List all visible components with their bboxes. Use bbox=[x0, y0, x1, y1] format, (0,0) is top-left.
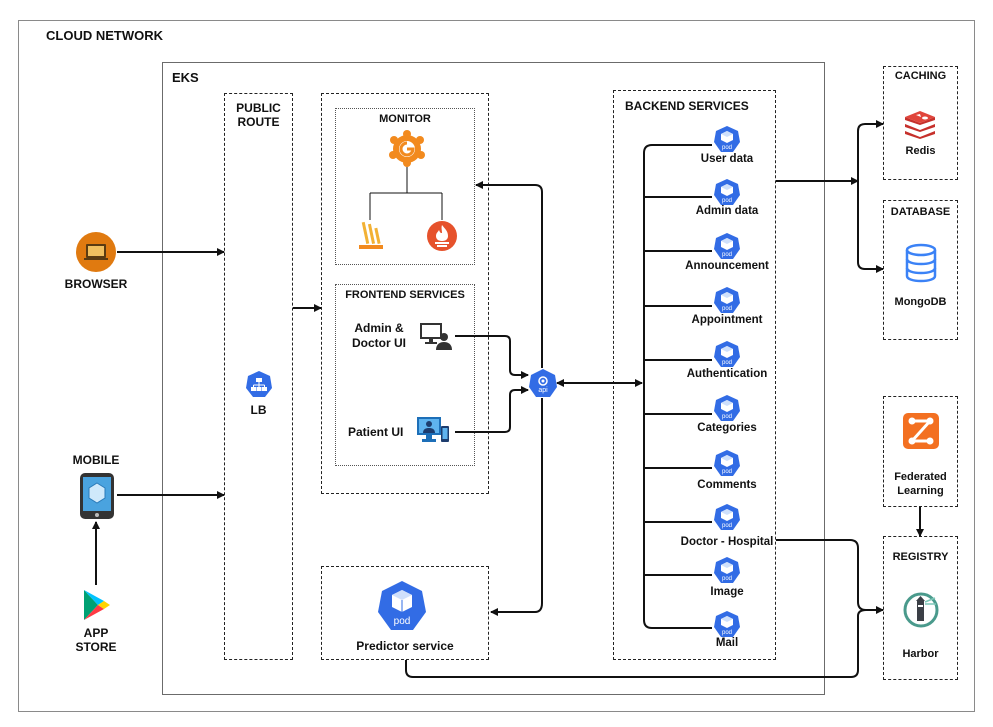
pod-glyph-text: pod bbox=[722, 306, 732, 312]
predictor-pod-icon: pod bbox=[376, 580, 428, 632]
public-route-line-2: ROUTE bbox=[237, 115, 280, 129]
load-balancer-icon bbox=[245, 370, 273, 398]
backend-pod-label: Image bbox=[710, 586, 744, 598]
admin-doctor-ui-label: Admin & Doctor UI bbox=[343, 321, 415, 351]
pod-glyph-text: pod bbox=[722, 252, 732, 258]
predictor-to-registry-line bbox=[405, 609, 867, 678]
admin-doctor-ui-line-2: Doctor UI bbox=[352, 336, 406, 350]
pod-icon: pod bbox=[713, 449, 741, 477]
backend-pod-label: Admin data bbox=[695, 205, 759, 217]
frontend-group-box bbox=[321, 93, 489, 494]
backend-pod-label: Doctor - Hospital bbox=[680, 536, 774, 548]
to-caching-arrow bbox=[857, 120, 884, 181]
pod-icon: pod bbox=[713, 286, 741, 314]
app-store-label: APP STORE bbox=[56, 626, 136, 654]
pod-icon: pod bbox=[713, 394, 741, 422]
browser-icon bbox=[76, 232, 116, 272]
backend-pod-label: Categories bbox=[697, 422, 757, 434]
pod-glyph-text: pod bbox=[722, 414, 732, 420]
backend-pod-label: Comments bbox=[697, 479, 757, 491]
pod-glyph-text: pod bbox=[722, 469, 732, 475]
backend-bus-line bbox=[643, 144, 712, 629]
registry-label: REGISTRY bbox=[892, 551, 949, 563]
admin-ui-icon bbox=[420, 322, 452, 350]
pod-icon: pod bbox=[713, 178, 741, 206]
public-route-label: PUBLIC ROUTE bbox=[224, 101, 293, 129]
pod-icon: pod bbox=[713, 340, 741, 368]
monitor-tree-lines bbox=[369, 165, 443, 220]
grafana-icon bbox=[387, 128, 427, 168]
api-gateway-icon: api bbox=[528, 368, 558, 398]
to-database-arrow bbox=[857, 181, 884, 273]
prometheus-icon bbox=[426, 220, 458, 252]
cloud-network-frame bbox=[18, 20, 975, 712]
harbor-icon bbox=[903, 592, 939, 628]
api-glyph-text: api bbox=[538, 387, 548, 394]
pod-icon: pod bbox=[713, 610, 741, 638]
backend-pod-label: User data bbox=[700, 153, 754, 165]
pod-glyph-text: pod bbox=[722, 198, 732, 204]
monitor-box bbox=[335, 108, 475, 265]
mobile-phone-icon bbox=[79, 472, 115, 520]
app-store-line-2: STORE bbox=[75, 640, 117, 654]
public-route-box bbox=[224, 93, 293, 660]
federated-learning-line-2: Learning bbox=[897, 485, 944, 497]
database-label: DATABASE bbox=[890, 206, 951, 218]
patient-ui-to-api-line bbox=[455, 386, 529, 433]
eks-label: EKS bbox=[172, 70, 199, 85]
admin-ui-to-api-line bbox=[455, 335, 529, 379]
backend-services-label: BACKEND SERVICES bbox=[625, 99, 749, 113]
backend-to-registry-line bbox=[776, 539, 884, 614]
mongodb-icon bbox=[905, 243, 937, 283]
pod-icon: pod bbox=[713, 232, 741, 260]
pod-glyph-text: pod bbox=[722, 360, 732, 366]
mobile-label: MOBILE bbox=[72, 453, 120, 467]
api-to-predictor-line bbox=[490, 398, 543, 616]
pod-glyph-text: pod bbox=[722, 145, 732, 151]
pod-glyph-text: pod bbox=[722, 576, 732, 582]
browser-label: BROWSER bbox=[64, 277, 128, 291]
federated-learning-line-1: Federated bbox=[894, 471, 947, 483]
predictor-box bbox=[321, 566, 489, 660]
backend-pod-label: Appointment bbox=[691, 314, 763, 326]
monitor-api-line bbox=[475, 181, 543, 368]
patient-ui-icon bbox=[416, 416, 450, 444]
frontend-services-label: FRONTEND SERVICES bbox=[345, 289, 465, 301]
mongodb-label: MongoDB bbox=[894, 296, 947, 308]
predictor-service-label: Predictor service bbox=[356, 639, 454, 653]
cloud-network-label: CLOUD NETWORK bbox=[46, 28, 163, 43]
pod-icon: pod bbox=[713, 556, 741, 584]
backend-services-box bbox=[613, 90, 776, 660]
backend-pod-label: Announcement bbox=[685, 260, 769, 272]
redis-icon bbox=[903, 111, 937, 139]
loki-icon bbox=[356, 220, 386, 252]
federated-learning-label: Federated Learning bbox=[883, 470, 958, 498]
frontend-services-box bbox=[335, 284, 475, 466]
lb-label: LB bbox=[250, 403, 267, 417]
play-store-icon bbox=[82, 589, 112, 621]
public-route-line-1: PUBLIC bbox=[236, 101, 281, 115]
caching-label: CACHING bbox=[894, 70, 947, 82]
federated-learning-icon bbox=[902, 412, 940, 450]
backend-pod-label: Mail bbox=[715, 637, 739, 649]
federated-learning-box bbox=[883, 396, 958, 507]
admin-doctor-ui-line-1: Admin & bbox=[354, 321, 404, 335]
pod-icon: pod bbox=[713, 125, 741, 153]
eks-cluster-frame bbox=[162, 62, 825, 695]
app-store-line-1: APP bbox=[83, 626, 109, 640]
redis-label: Redis bbox=[905, 145, 936, 157]
monitor-label: MONITOR bbox=[379, 113, 431, 125]
pod-glyph-text: pod bbox=[722, 630, 732, 636]
pod-icon: pod bbox=[713, 503, 741, 531]
patient-ui-label: Patient UI bbox=[348, 425, 404, 439]
pod-glyph-text: pod bbox=[722, 523, 732, 529]
pod-glyph-text: pod bbox=[394, 616, 411, 627]
backend-pod-label: Authentication bbox=[686, 368, 768, 380]
harbor-label: Harbor bbox=[902, 648, 939, 660]
